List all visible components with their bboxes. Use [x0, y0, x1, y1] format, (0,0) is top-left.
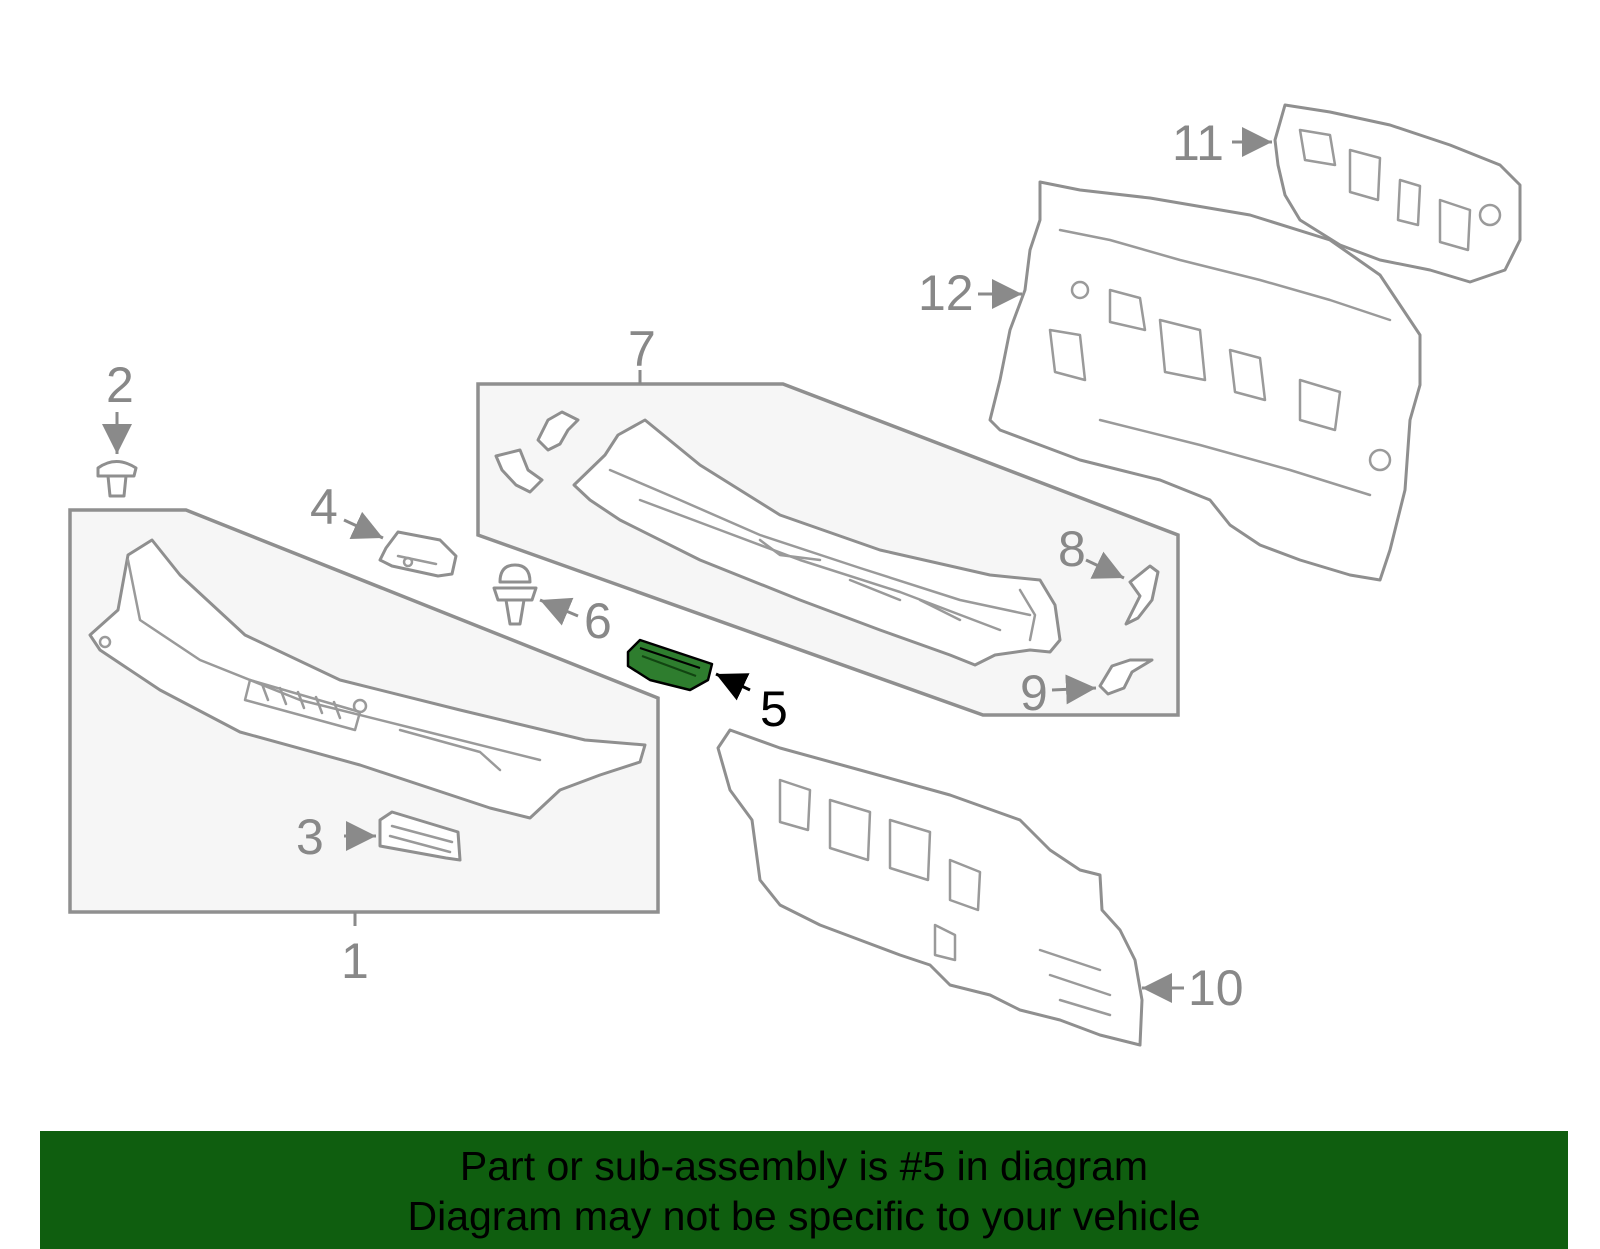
seal-part-5[interactable] — [626, 638, 714, 692]
bracket-part-4[interactable] — [378, 530, 458, 578]
callout-12[interactable]: 12 — [918, 265, 974, 321]
leader-5 — [715, 672, 751, 701]
info-banner: Part or sub-assembly is #5 in diagram Di… — [40, 1131, 1568, 1249]
cowl-panel-part-7[interactable] — [572, 418, 1062, 667]
leader-4 — [343, 511, 384, 540]
bracket-small-b[interactable] — [494, 448, 544, 494]
callout-1[interactable]: 1 — [341, 933, 369, 989]
push-clip-part-6[interactable] — [492, 563, 538, 626]
callout-10[interactable]: 10 — [1188, 960, 1244, 1016]
banner-line-part-number: Part or sub-assembly is #5 in diagram — [459, 1143, 1149, 1189]
callout-2[interactable]: 2 — [106, 357, 134, 413]
banner-line-disclaimer: Diagram may not be specific to your vehi… — [407, 1193, 1201, 1239]
callout-11[interactable]: 11 — [1172, 115, 1224, 171]
clip-part-2[interactable] — [96, 460, 138, 498]
callout-6[interactable]: 6 — [584, 593, 612, 649]
dashboard-panel-part-10[interactable] — [716, 728, 1144, 1047]
callout-4[interactable]: 4 — [310, 479, 338, 535]
callout-3[interactable]: 3 — [296, 809, 324, 865]
bracket-small-a[interactable] — [536, 410, 580, 452]
callout-8[interactable]: 8 — [1058, 521, 1086, 577]
callout-5[interactable]: 5 — [760, 681, 788, 737]
callout-9[interactable]: 9 — [1020, 665, 1048, 721]
cowl-cover-part-1[interactable] — [88, 538, 647, 820]
bracket-part-8[interactable] — [1124, 564, 1160, 626]
dash-upper-part-11[interactable] — [1273, 103, 1522, 284]
leader-9 — [1051, 674, 1097, 705]
leader-8 — [1085, 551, 1125, 580]
dashboard-firewall-part-12[interactable] — [988, 180, 1422, 582]
seal-part-3[interactable] — [378, 810, 462, 862]
callout-7[interactable]: 7 — [628, 321, 656, 377]
leader-6 — [539, 597, 579, 626]
bracket-part-9[interactable] — [1098, 658, 1154, 696]
